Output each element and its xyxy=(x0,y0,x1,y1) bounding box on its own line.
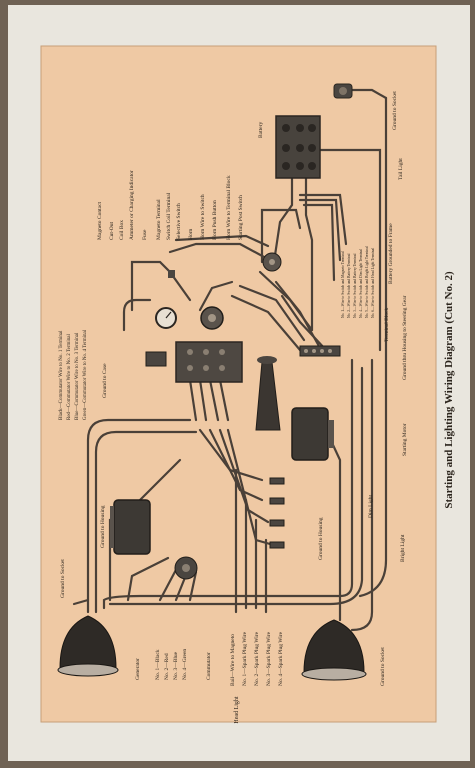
label-commutator: Commutator xyxy=(206,652,212,680)
cut-out xyxy=(145,351,167,367)
horn-push-button xyxy=(262,252,282,272)
fuse xyxy=(168,270,175,278)
left-headlight xyxy=(57,615,119,677)
label-spark3: No. 3—Spark Plug Wire xyxy=(266,631,272,686)
label-ground-socket-right: Ground to Socket xyxy=(380,647,386,686)
label-dim-light: Dim Light xyxy=(368,494,374,518)
label-horn: Horn xyxy=(188,228,194,240)
left-label-column: Black—Commutator Wire to No. 1 Terminal … xyxy=(59,329,88,420)
label-blue-commutator: Blue—Commutator Wire to No. 3 Terminal xyxy=(75,332,80,420)
label-ground-housing-center: Ground to Housing xyxy=(318,517,324,560)
right-headlight xyxy=(301,619,367,681)
coil-box xyxy=(175,341,243,383)
label-no1-black: No. 1—Black xyxy=(155,649,161,680)
label-terminal-wire-5: No. 5—Wire to Switch and Bright Light Te… xyxy=(365,246,369,318)
wire-harness xyxy=(72,88,388,632)
label-ground-socket-top: Ground to Socket xyxy=(392,91,398,130)
label-red-commutator: Red—Commutator Wire to No. 2 Terminal xyxy=(67,333,72,420)
label-spark1: No. 1—Spark Plug Wire xyxy=(242,631,248,686)
label-bail-wire: Bail—Wire to Magneto xyxy=(230,634,236,686)
label-ground-steering: Ground thru Housing to Steering Gear xyxy=(402,295,408,380)
label-switch-coil-terminal: Switch Coil Terminal xyxy=(166,192,172,240)
label-no4-green: No. 4—Green xyxy=(182,649,188,680)
label-black-commutator: Black—Commutator Wire to No. 1 Terminal xyxy=(59,330,64,420)
top-label-column: Magneto Contact Cut-Out Coil Box Ammeter… xyxy=(97,170,244,240)
label-ground-housing-left: Ground to Housing xyxy=(100,505,106,548)
label-terminal-wire-6: No. 6—Wire to Switch and Head Light Term… xyxy=(371,248,375,318)
label-horn-wire-terminal: Horn Wire to Terminal Block xyxy=(226,175,232,240)
label-coil-box: Coil Box xyxy=(119,220,125,240)
label-no2-red: No. 2—Red xyxy=(164,653,170,680)
label-generator: Generator xyxy=(135,658,141,680)
label-head-light: Head Light xyxy=(234,696,240,723)
terminal-block xyxy=(299,345,341,357)
label-battery-grounded: Battery Grounded to Frame xyxy=(388,223,394,284)
label-selective-switch: Selective Switch xyxy=(176,203,182,240)
page-title: Starting and Lighting Wiring Diagram (Cu… xyxy=(443,271,455,509)
label-ground-socket-left: Ground to Socket xyxy=(60,559,66,598)
label-magneto-contact: Magneto Contact xyxy=(97,201,103,240)
label-ammeter: Ammeter or Charging Indicator xyxy=(129,170,135,240)
ammeter xyxy=(155,307,177,329)
label-no3-blue: No. 3—Blue xyxy=(173,651,179,680)
label-bright-light: Bright Light xyxy=(400,534,406,562)
battery xyxy=(275,115,321,179)
tail-light xyxy=(333,83,353,99)
label-terminal-wire-4: No. 4—Wire to Switch and Dim Light Termi… xyxy=(359,249,363,318)
selective-switch xyxy=(200,306,224,330)
horn xyxy=(255,356,281,431)
label-green-commutator: Green—Commutator Wire to No. 4 Terminal xyxy=(83,329,88,420)
label-horn-wire-switch: Horn Wire to Switch xyxy=(200,194,206,240)
label-starting-motor: Starting Motor xyxy=(402,423,408,456)
diagram-panel xyxy=(40,45,437,723)
label-terminal-block: Terminal Block xyxy=(384,307,390,342)
label-battery: Battery xyxy=(258,122,264,138)
terminal-wire-labels: No. 1—Wire to Switch and Magneto Termina… xyxy=(341,246,375,318)
commutator xyxy=(174,556,198,580)
label-spark2: No. 2—Spark Plug Wire xyxy=(254,631,260,686)
label-horn-push-button: Horn Push Button xyxy=(212,200,218,240)
spark-plugs xyxy=(269,477,285,549)
label-tail-light: Tail Light xyxy=(398,158,404,180)
starting-motor xyxy=(291,407,334,461)
label-starting-post-switch: Starting Post Switch xyxy=(238,195,244,240)
label-spark4: No. 4—Spark Plug Wire xyxy=(278,631,284,686)
label-ground-case: Ground to Case xyxy=(102,363,108,398)
label-terminal-wire-3: No. 3—Wire to Switch and Battery Termina… xyxy=(353,253,357,318)
label-terminal-wire-1: No. 1—Wire to Switch and Magneto Termina… xyxy=(341,251,345,318)
generator xyxy=(110,499,151,555)
label-terminal-wire-2: No. 2—Wire to Switch and Battery Termina… xyxy=(347,253,351,318)
label-fuse: Fuse xyxy=(142,229,148,240)
label-cut-out: Cut-Out xyxy=(109,222,115,241)
label-magneto-terminal: Magneto Terminal xyxy=(156,199,162,240)
